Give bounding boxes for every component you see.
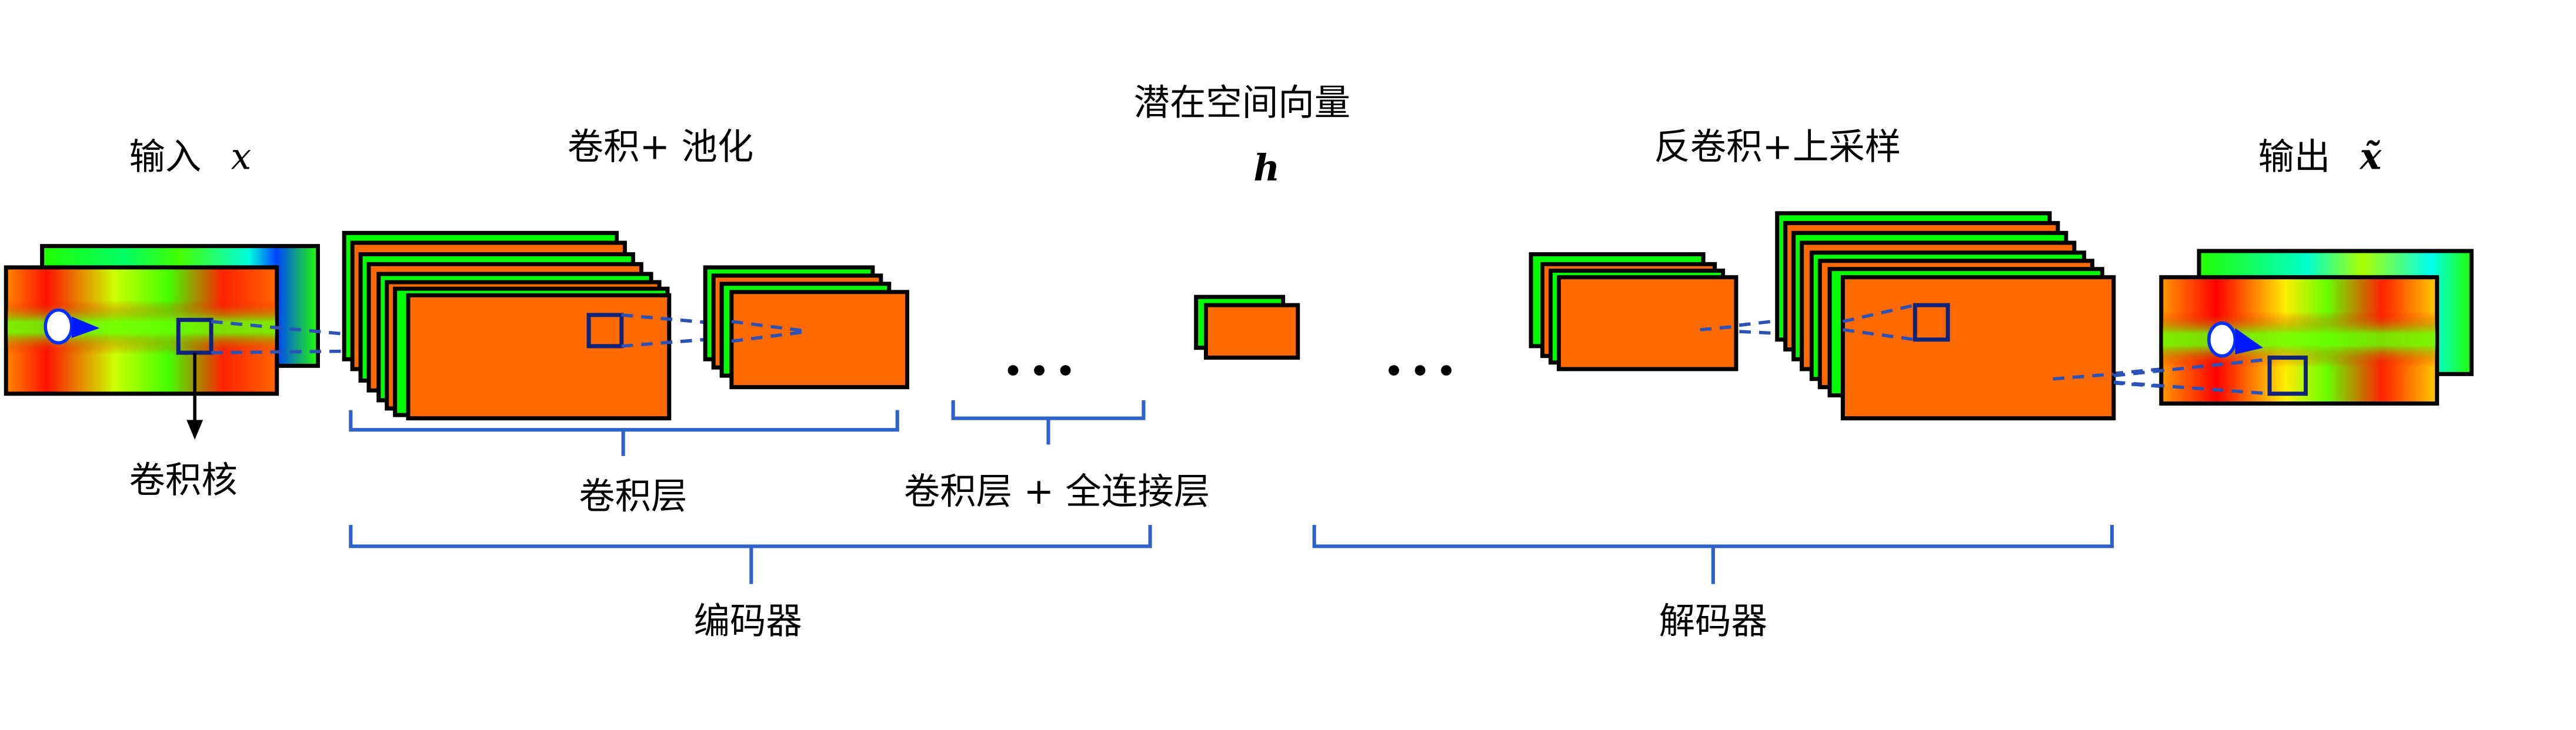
latent-title: 潜在空间向量 <box>1134 82 1350 123</box>
cylinder-icon <box>2207 322 2237 358</box>
conv-fc-label: 卷积层 + 全连接层 <box>904 471 1210 513</box>
pool-window <box>586 313 624 349</box>
conv-fc-bracket <box>951 400 1146 445</box>
decoder-bracket <box>1312 525 2114 584</box>
latent-vector <box>1194 294 1300 360</box>
input-title: 输入 x <box>129 136 252 178</box>
input-field <box>4 244 321 396</box>
latent-var: h <box>1253 147 1280 189</box>
encoder-label: 编码器 <box>694 600 802 642</box>
svg-text:输出: 输出 <box>2258 136 2330 178</box>
output-kernel-box <box>2267 355 2308 396</box>
output-title: 输出 x̃ <box>2258 135 2382 178</box>
deconv-feature-maps-2 <box>1775 211 2116 421</box>
kernel-label: 卷积核 <box>129 459 238 501</box>
encoder-bracket <box>349 525 1152 584</box>
cylinder-icon <box>44 308 74 345</box>
svg-text:x: x <box>231 136 252 178</box>
svg-text:输入: 输入 <box>129 136 202 178</box>
conv-layer-bracket <box>349 410 899 456</box>
encoder-ellipsis: ••• <box>1002 351 1081 393</box>
conv-feature-maps-1 <box>342 230 672 421</box>
kernel-arrow <box>186 353 203 440</box>
conv-layer-label: 卷积层 <box>579 475 687 517</box>
svg-text:x̃: x̃ <box>2359 135 2383 178</box>
conv-pool-title: 卷积+ 池化 <box>568 126 754 168</box>
decoder-label: 解码器 <box>1659 600 1767 642</box>
output-field <box>2159 249 2474 406</box>
conv-feature-maps-2 <box>703 265 909 390</box>
upsample-window <box>1913 303 1950 342</box>
deconv-upsample-title: 反卷积+上采样 <box>1654 126 1901 168</box>
decoder-ellipsis: ••• <box>1383 351 1462 393</box>
deconv-feature-maps-1 <box>1529 252 1739 371</box>
